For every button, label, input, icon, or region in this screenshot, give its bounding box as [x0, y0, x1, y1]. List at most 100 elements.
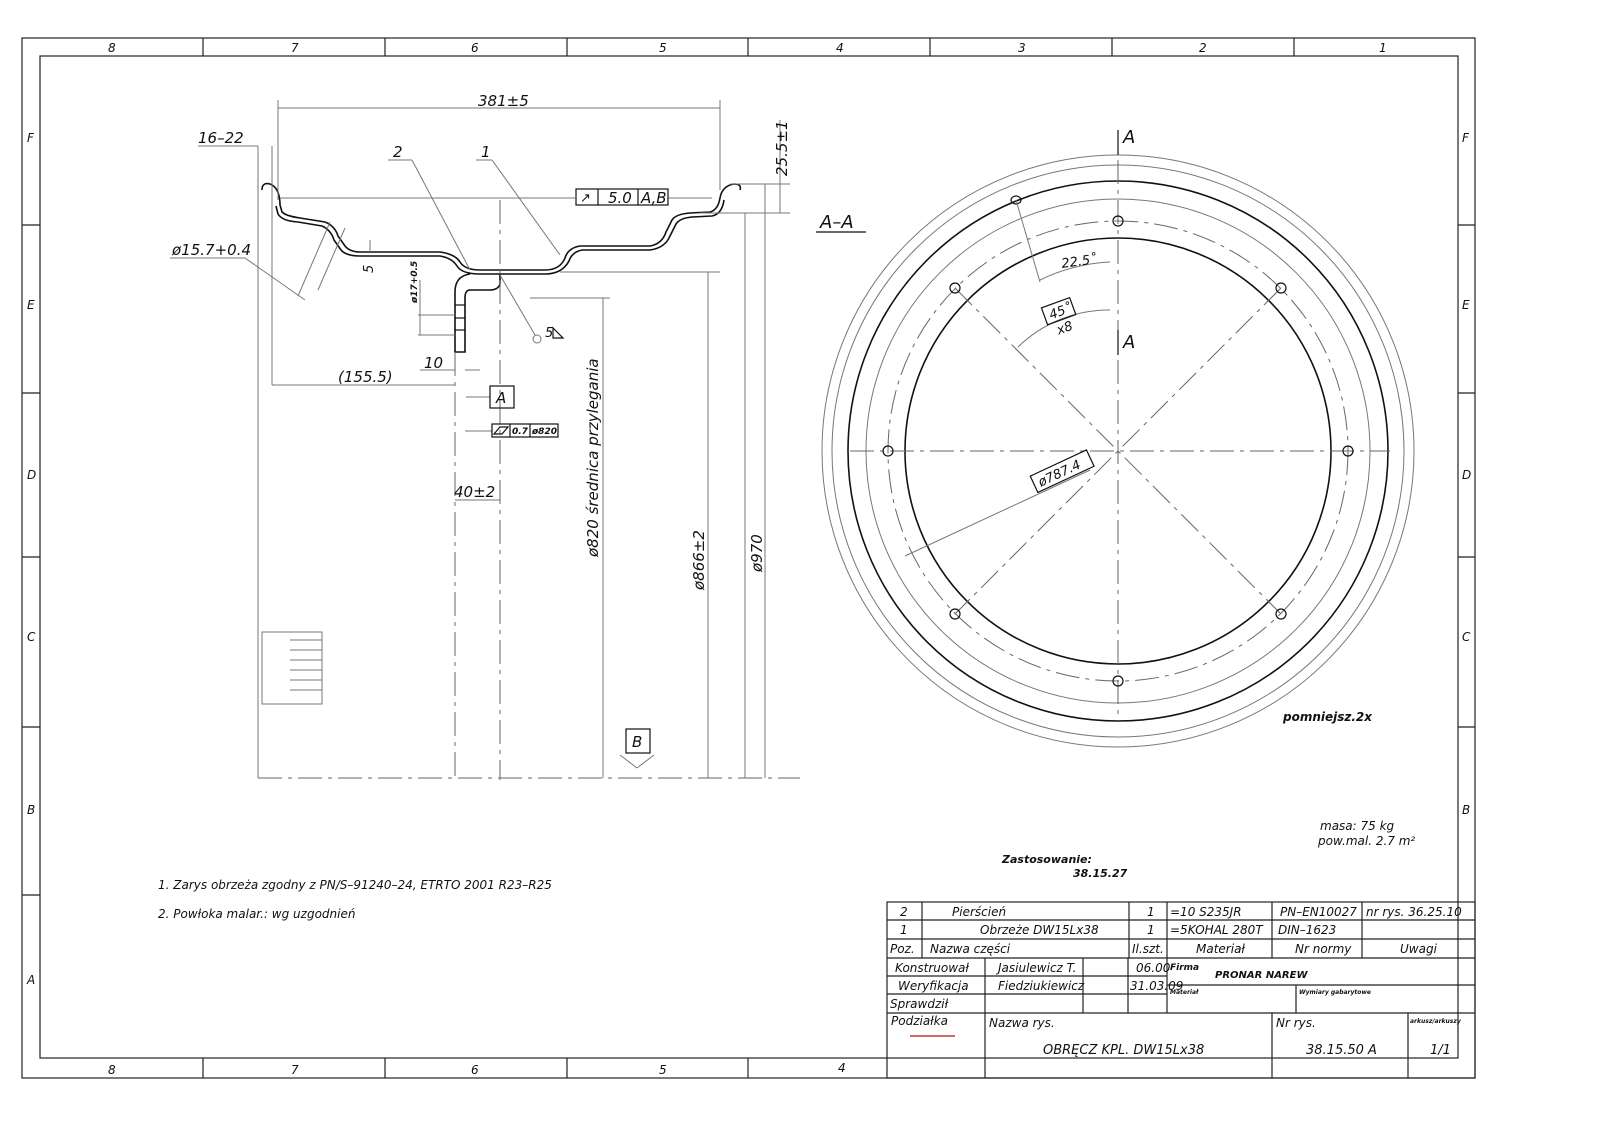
sheet-label: arkusz/arkuszy — [1410, 1018, 1462, 1025]
role-person: Jasiulewicz T. — [996, 961, 1076, 975]
title-block: 2 Pierścień 1 =10 S235JR PN–EN10027 nr r… — [886, 901, 1476, 1079]
dims-label: Wymiary gabarytowe — [1299, 989, 1371, 996]
dim-valve-hole: ø15.7+0.4 — [171, 241, 251, 259]
leader-2: 2 — [393, 143, 403, 161]
svg-text:1: 1 — [1147, 923, 1155, 937]
svg-text:A,B: A,B — [640, 189, 667, 207]
row-label: B — [27, 803, 35, 817]
dim-787: ø787.4 — [1029, 449, 1095, 494]
row-label: E — [1462, 298, 1470, 312]
svg-text:0.7: 0.7 — [512, 427, 529, 437]
rim-section-view: A–A A A 22.5˚ 45˚ x8 ø787.4 pomniejsz.2x — [816, 127, 1415, 748]
row-label: D — [1462, 468, 1471, 482]
parts-row: 1 Obrzeże DW15Lx38 1 =5KOHAL 280T DIN–16… — [900, 923, 1336, 937]
firma: PRONAR NAREW — [1215, 970, 1308, 981]
svg-text:B: B — [632, 733, 642, 751]
col-label: 7 — [291, 1063, 299, 1077]
dim-10: 10 — [424, 354, 443, 372]
svg-text:Nazwa części: Nazwa części — [930, 942, 1011, 956]
note-1: 1. Zarys obrzeża zgodny z PN/S–91240–24,… — [158, 878, 552, 892]
scale-label: Podziałka — [891, 1014, 948, 1028]
dim-820: ø820 średnica przylegania — [584, 358, 602, 558]
svg-text:A: A — [495, 389, 506, 407]
drawing-name: OBRĘCZ KPL. DW15Lx38 — [1043, 1043, 1204, 1058]
svg-text:Poz.: Poz. — [890, 942, 915, 956]
col-label: 7 — [291, 41, 299, 55]
dim-5: 5 — [362, 265, 377, 273]
rim-profile-outer — [261, 182, 742, 271]
parts-row: 2 Pierścień 1 =10 S235JR PN–EN10027 nr r… — [900, 905, 1462, 919]
rim-profile-inner — [275, 199, 725, 275]
drawing-frame: 8 7 6 5 4 3 2 1 8 7 6 5 4 F E D C B A F … — [21, 37, 1476, 1079]
svg-text:Pierścień: Pierścień — [952, 905, 1006, 919]
parts-header: Poz. Nazwa części Il.szt. Materiał Nr no… — [890, 942, 1438, 956]
row-label: B — [1462, 803, 1470, 817]
row-label: F — [1462, 131, 1470, 145]
col-label: 5 — [659, 1063, 667, 1077]
row-label: D — [27, 468, 36, 482]
row-label: A — [26, 973, 35, 987]
svg-text:x8: x8 — [1054, 319, 1075, 339]
leader-1: 1 — [481, 143, 491, 161]
role-date: 31.03.09 — [1130, 979, 1183, 993]
svg-text:45˚: 45˚ — [1047, 300, 1075, 323]
row-label: F — [27, 131, 35, 145]
svg-text:=5KOHAL 280T: =5KOHAL 280T — [1170, 923, 1264, 937]
col-label: 8 — [108, 1063, 116, 1077]
row-label: C — [27, 630, 36, 644]
svg-text:2: 2 — [900, 905, 908, 919]
dim-155: (155.5) — [338, 368, 393, 386]
svg-text:=10 S235JR: =10 S235JR — [1170, 905, 1242, 919]
material-label: Materiał — [1170, 989, 1199, 996]
dim-hole-17: ø17+0.5 — [410, 261, 420, 304]
section-label: A–A — [819, 212, 854, 233]
rim-profile-view: 381±5 16–22 25.5±1 2 1 ↗ 5.0 A,B ø15.7+0… — [170, 92, 800, 780]
role-date: 06.00 — [1136, 961, 1171, 975]
svg-text:Materiał: Materiał — [1196, 942, 1245, 956]
svg-text:5.0: 5.0 — [608, 189, 632, 207]
svg-text:↗: ↗ — [580, 191, 591, 206]
dim-width: 381±5 — [478, 92, 529, 110]
svg-text:PN–EN10027: PN–EN10027 — [1280, 905, 1357, 919]
drawing-name-label: Nazwa rys. — [989, 1016, 1055, 1030]
dim-866: ø866±2 — [690, 530, 708, 591]
angle-45: 45˚ x8 — [1040, 296, 1077, 339]
paint-area: pow.mal. 2.7 m² — [1317, 834, 1415, 848]
svg-text:5: 5 — [545, 326, 553, 341]
drawing-number-label: Nr rys. — [1276, 1016, 1316, 1030]
row-label: E — [27, 298, 35, 312]
mass: masa: 75 kg — [1320, 819, 1395, 833]
col-label: 1 — [1379, 41, 1387, 55]
col-label: 8 — [108, 41, 116, 55]
svg-text:1: 1 — [900, 923, 908, 937]
role-label: Weryfikacja — [898, 979, 969, 993]
col-label: 2 — [1199, 41, 1207, 55]
svg-text:1: 1 — [1147, 905, 1155, 919]
cut-label-mid: A — [1122, 332, 1135, 353]
note-2: 2. Powłoka malar.: wg uzgodnień — [158, 907, 355, 921]
col-label: 6 — [471, 1063, 479, 1077]
flatness-frame: 0.7 ø820 — [491, 423, 559, 438]
sheet: 1/1 — [1430, 1043, 1451, 1058]
role-label: Sprawdził — [890, 997, 949, 1011]
dim-flange: 16–22 — [198, 129, 244, 147]
dim-height: 25.5±1 — [773, 120, 791, 176]
col-label: 4 — [838, 1061, 846, 1075]
col-label: 6 — [471, 41, 479, 55]
angle-22: 22.5˚ — [1060, 251, 1098, 272]
dim-40: 40±2 — [454, 483, 495, 501]
weld-symbol: 5 — [545, 326, 565, 341]
application-value: 38.15.27 — [1073, 867, 1128, 880]
runout-tolerance-frame: ↗ 5.0 A,B — [575, 188, 669, 207]
svg-text:DIN–1623: DIN–1623 — [1278, 923, 1336, 937]
datum-a: A — [489, 385, 515, 409]
svg-text:Obrzeże DW15Lx38: Obrzeże DW15Lx38 — [980, 923, 1099, 937]
svg-text:nr rys. 36.25.10: nr rys. 36.25.10 — [1366, 905, 1462, 919]
firma-label: Firma — [1170, 963, 1199, 973]
disc-profile — [454, 273, 501, 353]
datum-b: B — [625, 728, 651, 754]
application-label: Zastosowanie: — [1001, 853, 1092, 866]
bolt-holes — [882, 195, 1354, 687]
scale-note: pomniejsz.2x — [1282, 710, 1373, 724]
